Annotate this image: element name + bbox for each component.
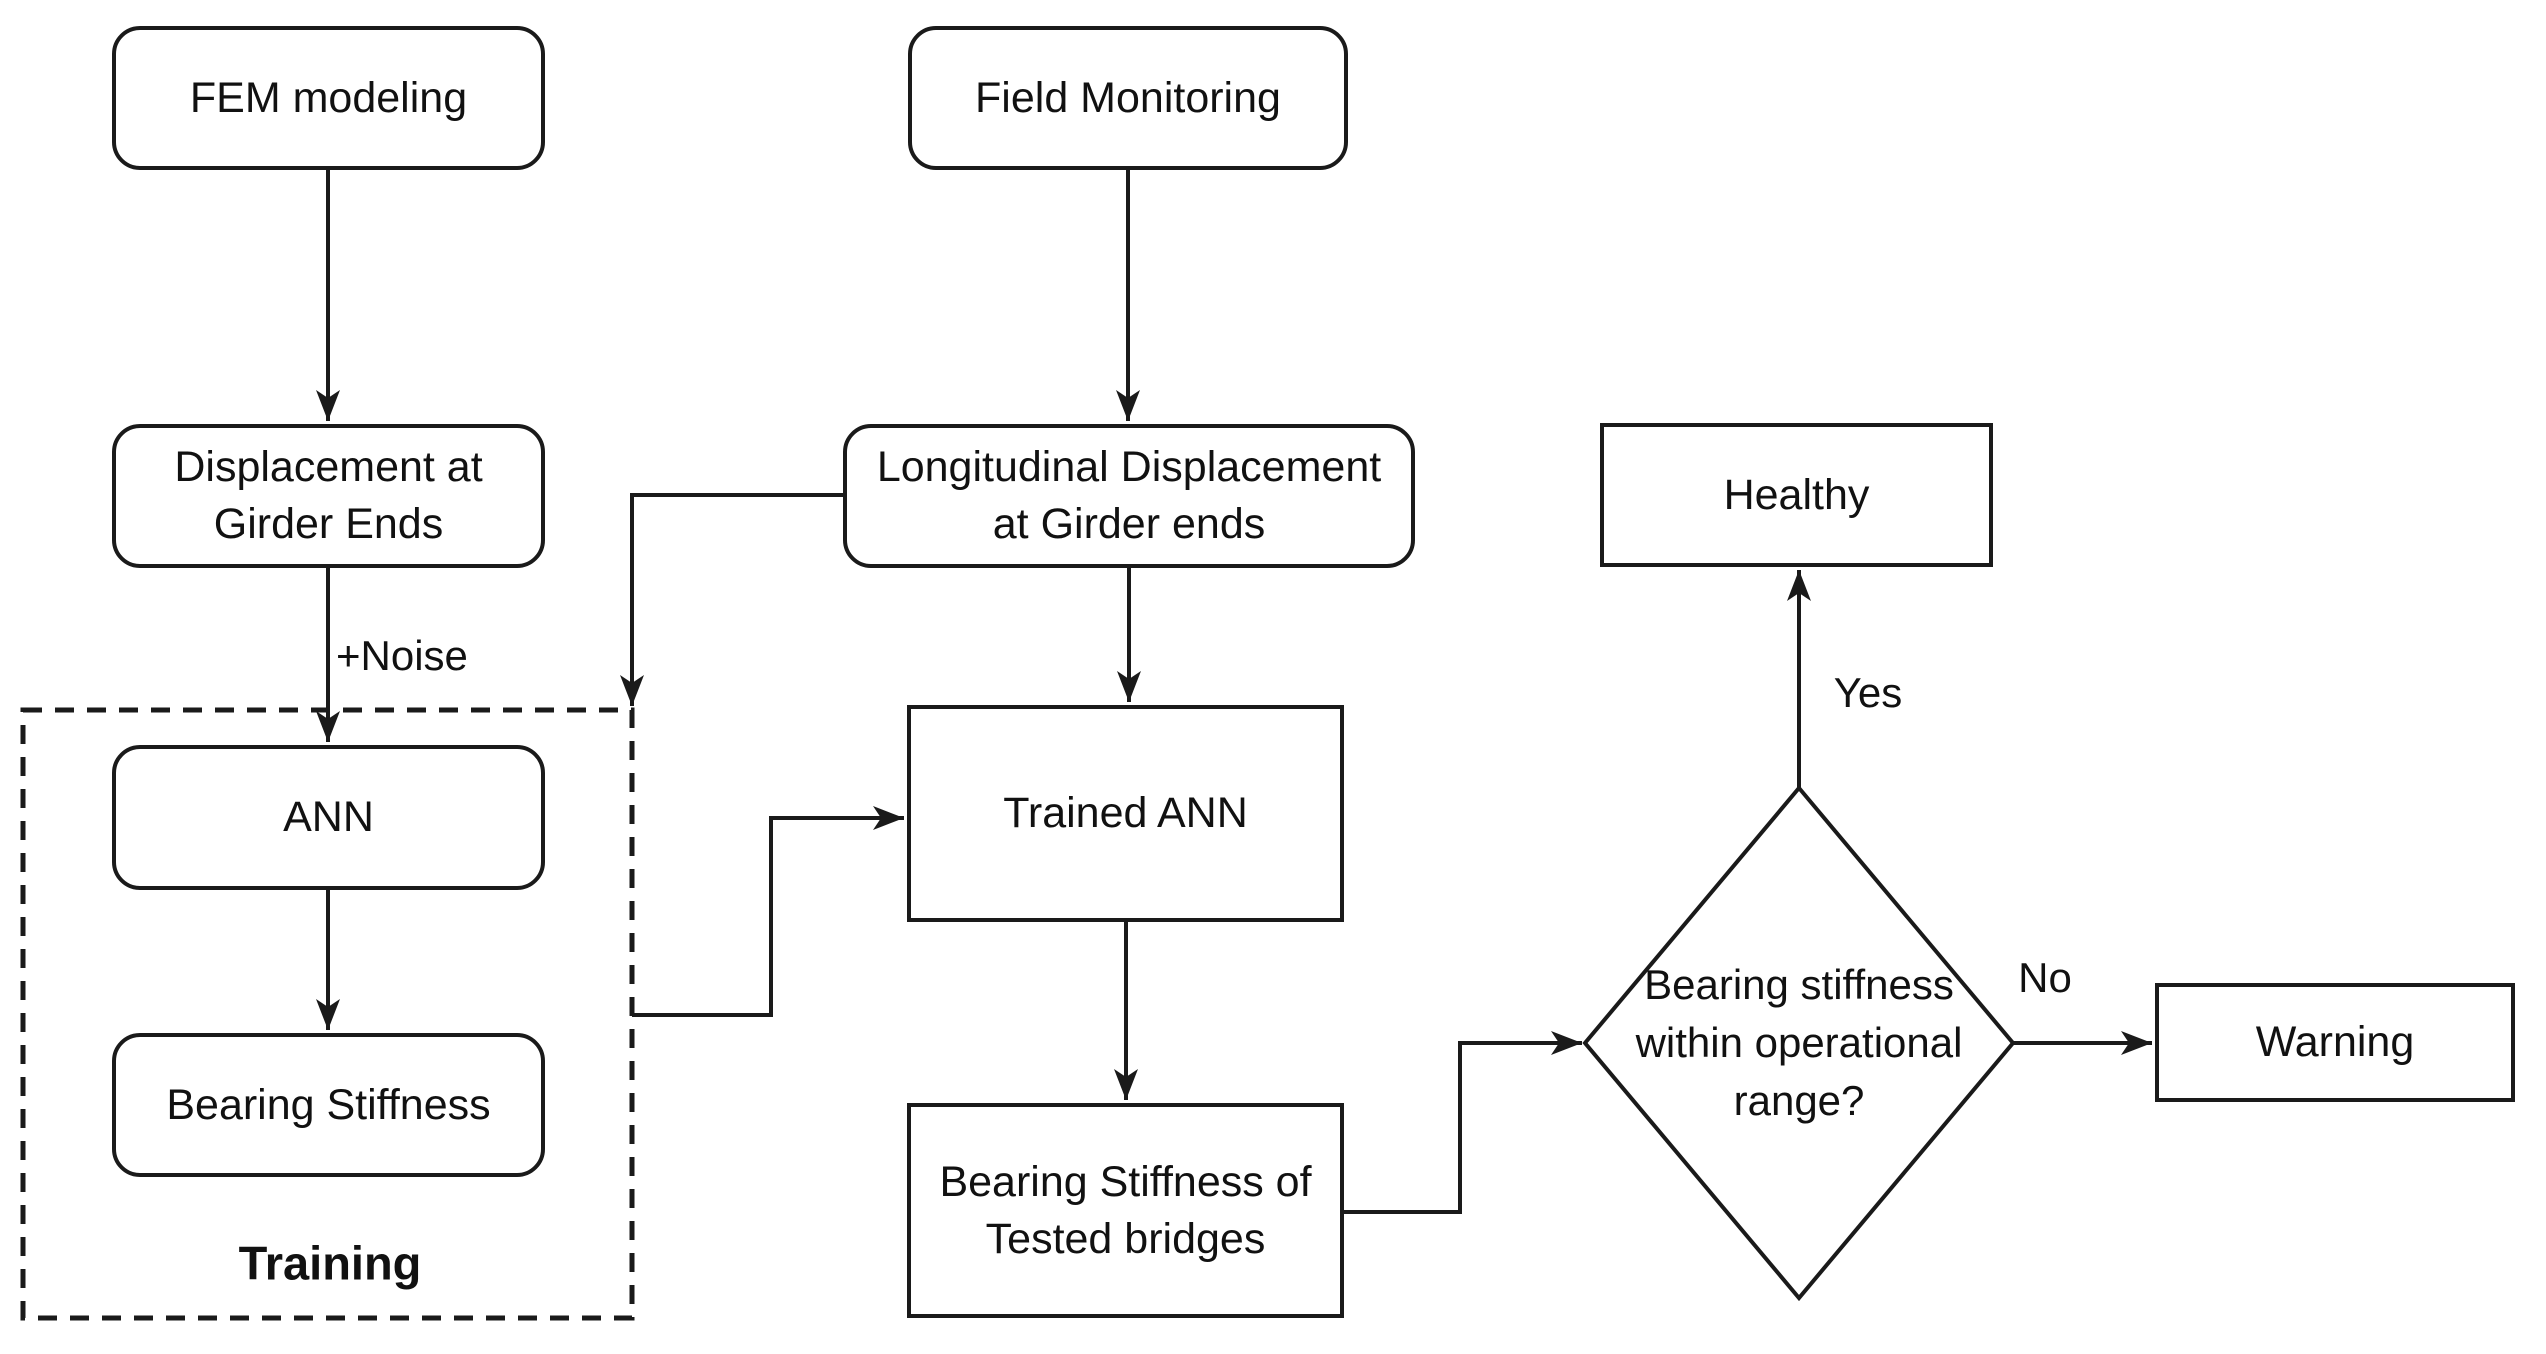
decision-diamond [1582, 784, 2016, 1302]
arrow-training-group-to-trained-ann [632, 806, 904, 1017]
edge-label-yes: Yes [1833, 669, 1903, 716]
node-label-displacement-girder-ends: Displacement at Girder Ends [174, 443, 483, 548]
edge-label-noise: +Noise [336, 632, 468, 679]
decision-diamond-label: Bearing stiffness within operational ran… [1635, 961, 1963, 1124]
node-warning: Warning [2155, 983, 2515, 1102]
node-label-tested-bridges: Bearing Stiffness of Tested bridges [939, 1157, 1312, 1263]
node-label-ann: ANN [283, 793, 374, 842]
arrow-tested-to-decision [1344, 1031, 1582, 1214]
node-label-trained-ann: Trained ANN [1003, 789, 1248, 838]
node-label-fem-modeling: FEM modeling [189, 73, 468, 122]
node-tested-bridges: Bearing Stiffness of Tested bridges [907, 1103, 1344, 1318]
node-longitudinal-displacement: Longitudinal Displacement at Girder ends [843, 424, 1415, 568]
node-field-monitoring: Field Monitoring [908, 26, 1348, 170]
node-trained-ann: Trained ANN [907, 705, 1344, 922]
node-label-longitudinal-displacement: Longitudinal Displacement at Girder ends [876, 443, 1382, 548]
arrow-longitudinal-to-training-group [620, 493, 843, 706]
node-ann: ANN [112, 745, 545, 890]
node-displacement-girder-ends: Displacement at Girder Ends [112, 424, 545, 568]
node-label-bearing-stiffness: Bearing Stiffness [166, 1080, 491, 1129]
node-label-field-monitoring: Field Monitoring [975, 73, 1281, 122]
node-bearing-stiffness: Bearing Stiffness [112, 1033, 545, 1177]
node-label-healthy: Healthy [1723, 470, 1870, 519]
node-fem-modeling: FEM modeling [112, 26, 545, 170]
node-healthy: Healthy [1600, 423, 1993, 567]
edge-label-no: No [2018, 954, 2072, 1001]
training-group-label: Training [238, 1236, 422, 1290]
node-label-warning: Warning [2255, 1018, 2415, 1067]
